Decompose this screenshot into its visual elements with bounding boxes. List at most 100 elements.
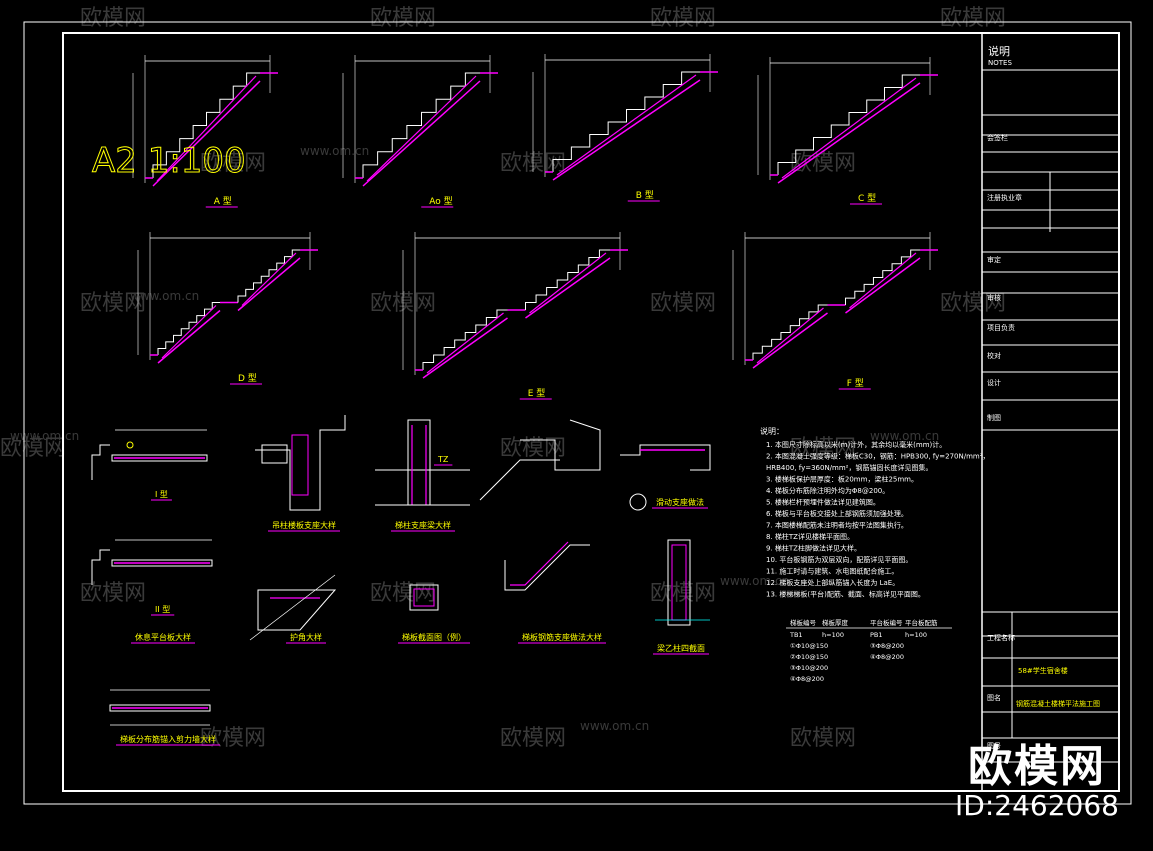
detail-label: 滑动支座做法 — [656, 497, 704, 507]
watermark-site: www.om.cn — [720, 574, 789, 588]
stair-type-diagram: E 型 — [402, 232, 628, 400]
notes-table-cell: ③Φ8@200 — [870, 642, 904, 650]
detail-label: 吊柱楼板支座大样 — [272, 520, 336, 530]
note-line: HRB400, fy=360N/mm²，钢筋锚固长度详见图集。 — [766, 463, 933, 472]
watermark-site: www.om.cn — [870, 429, 939, 443]
watermark-brand: 欧模网 — [940, 291, 1006, 316]
watermark-site: www.om.cn — [580, 719, 649, 733]
detail-drawing: 滑动支座做法 — [620, 444, 711, 511]
stair-type-diagram: C 型 — [757, 57, 938, 205]
note-line: 11. 施工时请与建筑、水电图纸配合施工。 — [766, 567, 898, 576]
notes-table-cell: TB1 — [789, 631, 803, 639]
detail-drawing: II 型 — [91, 539, 213, 616]
notes-table-cell: PB1 — [870, 631, 883, 639]
titleblock-row-label: 项目负责 — [987, 323, 1015, 332]
note-line: 13. 楼梯梯板(平台)配筋、截面、标高详见平面图。 — [766, 590, 925, 599]
detail-label: II 型 — [155, 605, 170, 614]
notes-title: 说明 — [988, 44, 1010, 58]
stamp-id: ID:2462068 — [955, 789, 1119, 822]
watermark-brand: 欧模网 — [200, 726, 266, 751]
notes-table-header: 平台板编号 — [870, 618, 903, 627]
note-line: 5. 楼梯栏杆预埋件做法详见建筑图。 — [766, 498, 880, 507]
stair-type-diagram: F 型 — [732, 232, 938, 390]
note-line: 8. 梯柱TZ详见楼梯平面图。 — [766, 532, 854, 541]
note-line: 9. 梯柱TZ柱脚做法详见大样。 — [766, 544, 861, 553]
watermark-brand: 欧模网 — [650, 6, 716, 31]
titleblock-row-label: 校对 — [987, 351, 1001, 360]
note-line: 6. 梯板与平台板交接处上部钢筋须加强处理。 — [766, 509, 908, 518]
notes-table-header: 梯板厚度 — [822, 618, 849, 627]
note-line: 12. 梯板支座处上部纵筋锚入长度为 LaE。 — [766, 578, 899, 587]
detail-label: 休息平台板大样 — [135, 632, 191, 642]
watermark-brand: 欧模网 — [940, 6, 1006, 31]
note-line: 1. 本图尺寸除标高以米(m)计外，其余均以毫米(mm)计。 — [766, 440, 946, 449]
stair-type-diagram: D 型 — [137, 232, 318, 385]
watermark-brand: 欧模网 — [370, 6, 436, 31]
detail-drawing: 梯板钢筋支座做法大样 — [479, 419, 606, 644]
stair-type-label: A 型 — [214, 196, 232, 207]
detail-drawing: 梯板截面图（例） — [398, 584, 470, 644]
titleblock-row-label: 设计 — [987, 378, 1001, 387]
watermark-layer: 欧模网欧模网www.om.cn欧模网欧模网欧模网www.om.cn欧模网欧模网欧… — [0, 6, 1006, 751]
detail-label: 护角大样 — [290, 632, 322, 642]
watermark-brand: 欧模网 — [790, 151, 856, 176]
stair-diagram-group: A 型 Ao 型 B 型 C 型 D 型 E 型 F 型 — [132, 54, 938, 400]
watermark-brand: 欧模网 — [790, 726, 856, 751]
notes-table-cell: ②Φ10@150 — [790, 653, 828, 661]
outer-frame — [23, 21, 1132, 805]
stair-type-label: C 型 — [858, 193, 876, 204]
notes-table-header: 平台板配筋 — [905, 618, 938, 627]
titleblock-row-label: 图名 — [987, 693, 1001, 702]
note-line: 2. 本图混凝土强度等级：梯板C30，钢筋：HPB300, fy=270N/mm… — [766, 452, 990, 461]
title-block: 说明 NOTES 58#学生宿舍楼 钢筋混凝土楼梯平法施工图 会签栏注册执业章审… — [981, 33, 1119, 791]
detail-label: I 型 — [155, 490, 168, 499]
notes-table-header: 梯板编号 — [790, 618, 817, 627]
notes-heading: 说明： — [760, 426, 784, 436]
watermark-brand: 欧模网 — [80, 6, 146, 31]
stair-type-diagram: B 型 — [532, 54, 718, 202]
stair-type-label: D 型 — [238, 373, 257, 384]
watermark-brand: 欧模网 — [0, 436, 66, 461]
stair-type-diagram: A 型 — [132, 55, 278, 208]
stair-type-label: B 型 — [636, 190, 654, 201]
titleblock-row-label: 图号 — [987, 742, 1001, 750]
titleblock-row-label: 审定 — [987, 255, 1001, 264]
detail-label: 梯板截面图（例） — [402, 632, 466, 642]
note-line: 10. 平台板钢筋为双层双向，配筋详见平面图。 — [766, 555, 912, 564]
titleblock-row-label: 制图 — [987, 413, 1001, 422]
stamp-logo: 欧模网 — [968, 741, 1107, 792]
detail-label: 梯板钢筋支座做法大样 — [522, 632, 602, 642]
notes-block: 说明： 1. 本图尺寸除标高以米(m)计外，其余均以毫米(mm)计。 2. 本图混… — [760, 426, 990, 683]
stair-type-label: F 型 — [847, 378, 864, 389]
titleblock-row-label: 工程名称 — [987, 633, 1015, 642]
scale-label: A2 1:100 — [92, 141, 246, 181]
watermark-brand: 欧模网 — [650, 581, 716, 606]
detail-drawing: TZ — [434, 455, 453, 466]
notes-table-cell: ①Φ10@150 — [790, 642, 828, 650]
watermark-brand: 欧模网 — [80, 291, 146, 316]
watermark-site: www.om.cn — [300, 144, 369, 158]
titleblock-row-label: 注册执业章 — [987, 193, 1022, 202]
detail-label: 梁乙柱四截面 — [657, 643, 705, 653]
watermark-brand: 欧模网 — [200, 151, 266, 176]
note-line: 4. 梯板分布筋除注明外均为Φ8@200。 — [766, 486, 889, 495]
notes-table-cell: ③Φ10@200 — [790, 664, 828, 672]
watermark-stamp: 欧模网 ID:2462068 — [955, 743, 1119, 821]
detail-drawing: 梯柱支座梁大样 — [375, 419, 470, 532]
notes-table-cell: ④Φ8@200 — [790, 675, 824, 683]
detail-drawing: 吊柱楼板支座大样 — [255, 415, 346, 532]
titleblock-row-label: 会签栏 — [987, 133, 1008, 142]
note-line: 3. 楼梯板保护层厚度：板20mm，梁柱25mm。 — [766, 475, 918, 484]
notes-table-cell: ④Φ8@200 — [870, 653, 904, 661]
project-name: 58#学生宿舍楼 — [1018, 666, 1068, 675]
stair-type-diagram: Ao 型 — [342, 55, 498, 208]
watermark-brand: 欧模网 — [650, 291, 716, 316]
stair-type-label: Ao 型 — [429, 196, 452, 207]
note-line: 7. 本图楼梯配筋未注明者均按平法图集执行。 — [766, 521, 908, 530]
stair-type-label: E 型 — [528, 388, 546, 399]
detail-drawing: 梯板分布筋锚入剪力墙大样 — [109, 689, 220, 746]
detail-drawing: 梁乙柱四截面 — [653, 539, 710, 655]
watermark-brand: 欧模网 — [500, 726, 566, 751]
